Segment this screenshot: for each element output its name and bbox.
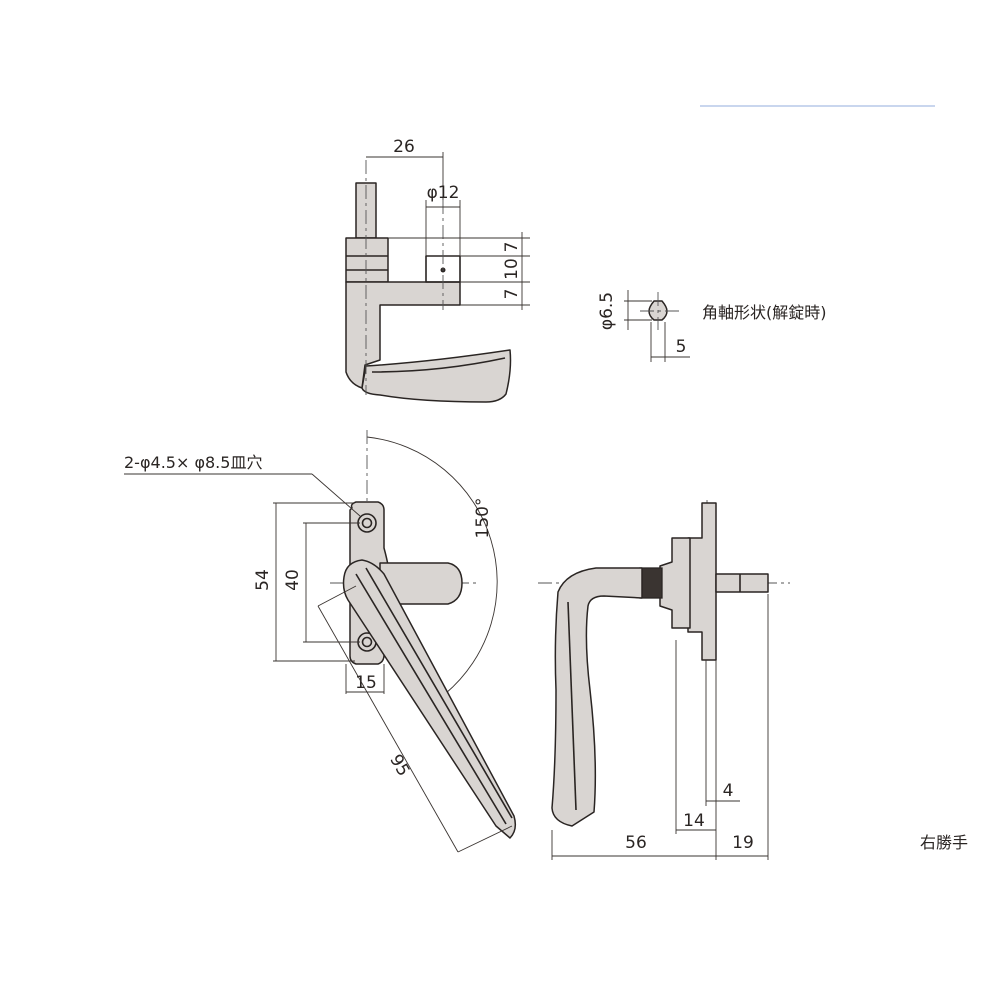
top-view: 26 φ12 7 10 7 [345, 137, 530, 403]
dim-7-lower: 7 [502, 289, 522, 300]
shaft-profile-caption: 角軸形状(解錠時) [702, 303, 827, 322]
dim-95: 95 [385, 751, 413, 780]
dim-40: 40 [283, 569, 303, 591]
side-view: 4 14 56 19 [538, 500, 790, 860]
dim-14: 14 [683, 811, 705, 831]
boss-extension [379, 562, 463, 605]
body [659, 537, 691, 629]
collar-side [639, 567, 663, 599]
dim-7-upper: 7 [502, 242, 522, 253]
spindle-side [715, 573, 769, 593]
shaft-profile: φ6.5 5 角軸形状(解錠時) [597, 290, 827, 362]
dim-phi6-5: φ6.5 [597, 292, 617, 330]
dim-54: 54 [253, 569, 273, 591]
rotation-arc [366, 436, 498, 695]
dim-26: 26 [393, 137, 415, 157]
dim-4: 4 [723, 781, 734, 801]
dim-150deg: 150° [473, 498, 493, 539]
hole-note: 2-φ4.5× φ8.5皿穴 [124, 453, 262, 472]
collar [345, 237, 389, 283]
lever-grip-top [361, 349, 512, 403]
front-view: 150° 2-φ4.5× φ8.5皿穴 54 40 15 [124, 430, 517, 853]
lever-handle-side [551, 567, 643, 827]
dim-15: 15 [355, 673, 377, 693]
dim-10: 10 [502, 258, 522, 280]
mounting-plate [687, 502, 717, 661]
dim-56: 56 [625, 833, 647, 853]
lever-arm-top [345, 281, 461, 389]
dim-phi12: φ12 [427, 183, 460, 203]
hand-label: 右勝手 [920, 833, 968, 852]
dim-5: 5 [676, 337, 687, 357]
dim-19: 19 [732, 833, 754, 853]
